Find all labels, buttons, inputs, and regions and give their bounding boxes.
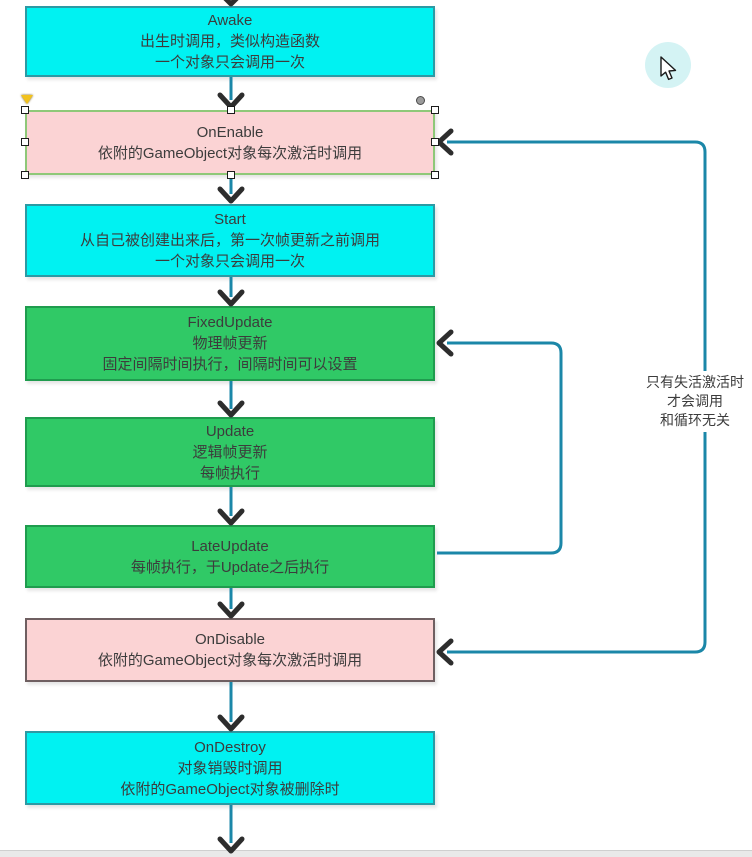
node-desc-line: 依附的GameObject对象每次激活时调用 xyxy=(97,144,363,162)
arrow-ondisable-to-ondestroy[interactable] xyxy=(217,682,245,732)
connector-label[interactable]: 只有失活激活时 才会调用 和循环无关 xyxy=(638,371,752,432)
node-desc-line: 逻辑帧更新 xyxy=(192,443,268,461)
resize-handle-top-right[interactable] xyxy=(431,106,439,114)
node-fixedupdate[interactable]: FixedUpdate 物理帧更新 固定间隔时间执行，间隔时间可以设置 xyxy=(25,306,435,381)
node-awake[interactable]: Awake 出生时调用，类似构造函数 一个对象只会调用一次 xyxy=(25,6,435,77)
node-desc-line: 一个对象只会调用一次 xyxy=(154,253,305,270)
node-desc-line: 依附的GameObject对象被删除时 xyxy=(120,780,340,798)
resize-handle-top-mid[interactable] xyxy=(227,106,235,114)
connector-label-line: 才会调用 xyxy=(667,393,723,409)
connector-label-line: 和循环无关 xyxy=(660,412,730,428)
bottom-window-edge xyxy=(0,850,752,857)
node-title: FixedUpdate xyxy=(187,314,273,331)
arrow-lateupdate-to-ondisable[interactable] xyxy=(217,588,245,619)
node-desc-line: 一个对象只会调用一次 xyxy=(154,54,305,71)
node-title: OnDisable xyxy=(194,631,266,648)
node-desc-line: 出生时调用，类似构造函数 xyxy=(139,33,320,50)
resize-handle-top-left[interactable] xyxy=(21,106,29,114)
resize-handle-bottom-left[interactable] xyxy=(21,171,29,179)
connector-lateupdate-loop[interactable] xyxy=(436,329,563,555)
node-title: Update xyxy=(205,422,255,440)
node-title: Start xyxy=(214,211,246,228)
node-ondisable[interactable]: OnDisable 依附的GameObject对象每次激活时调用 xyxy=(25,618,435,682)
arrow-ondestroy-down[interactable] xyxy=(217,805,245,854)
arrow-awake-to-onenable[interactable] xyxy=(217,77,245,110)
node-title: LateUpdate xyxy=(191,537,269,555)
node-desc-line: 每帧执行，于Update之后执行 xyxy=(130,558,330,576)
node-desc-line: 物理帧更新 xyxy=(192,335,268,352)
node-onenable[interactable]: OnEnable 依附的GameObject对象每次激活时调用 xyxy=(25,110,435,175)
node-update[interactable]: Update 逻辑帧更新 每帧执行 xyxy=(25,417,435,487)
node-desc-line: 每帧执行 xyxy=(199,464,260,482)
arrow-into-awake[interactable] xyxy=(220,0,242,7)
node-start[interactable]: Start 从自己被创建出来后，第一次帧更新之前调用 一个对象只会调用一次 xyxy=(25,204,435,277)
node-title: OnDestroy xyxy=(194,738,266,756)
node-title: Awake xyxy=(207,12,253,29)
rotate-handle[interactable] xyxy=(416,96,425,105)
arrow-start-to-fixedupdate[interactable] xyxy=(217,277,245,307)
resize-handle-bottom-mid[interactable] xyxy=(227,171,235,179)
connector-label-line: 只有失活激活时 xyxy=(646,374,744,390)
resize-handle-mid-right[interactable] xyxy=(431,138,439,146)
anchor-marker-icon xyxy=(21,95,33,104)
node-desc-line: 依附的GameObject对象每次激活时调用 xyxy=(97,652,363,669)
mouse-cursor-icon xyxy=(660,56,677,81)
node-title: OnEnable xyxy=(196,123,264,141)
resize-handle-mid-left[interactable] xyxy=(21,138,29,146)
node-ondestroy[interactable]: OnDestroy 对象销毁时调用 依附的GameObject对象被删除时 xyxy=(25,731,435,805)
arrow-update-to-lateupdate[interactable] xyxy=(217,487,245,526)
arrow-fixedupdate-to-update[interactable] xyxy=(217,381,245,418)
resize-handle-bottom-right[interactable] xyxy=(431,171,439,179)
node-lateupdate[interactable]: LateUpdate 每帧执行，于Update之后执行 xyxy=(25,525,435,588)
node-desc-line: 固定间隔时间执行，间隔时间可以设置 xyxy=(102,356,358,373)
node-desc-line: 对象销毁时调用 xyxy=(177,759,283,777)
arrow-onenable-to-start[interactable] xyxy=(217,177,245,204)
node-desc-line: 从自己被创建出来后，第一次帧更新之前调用 xyxy=(79,232,380,249)
